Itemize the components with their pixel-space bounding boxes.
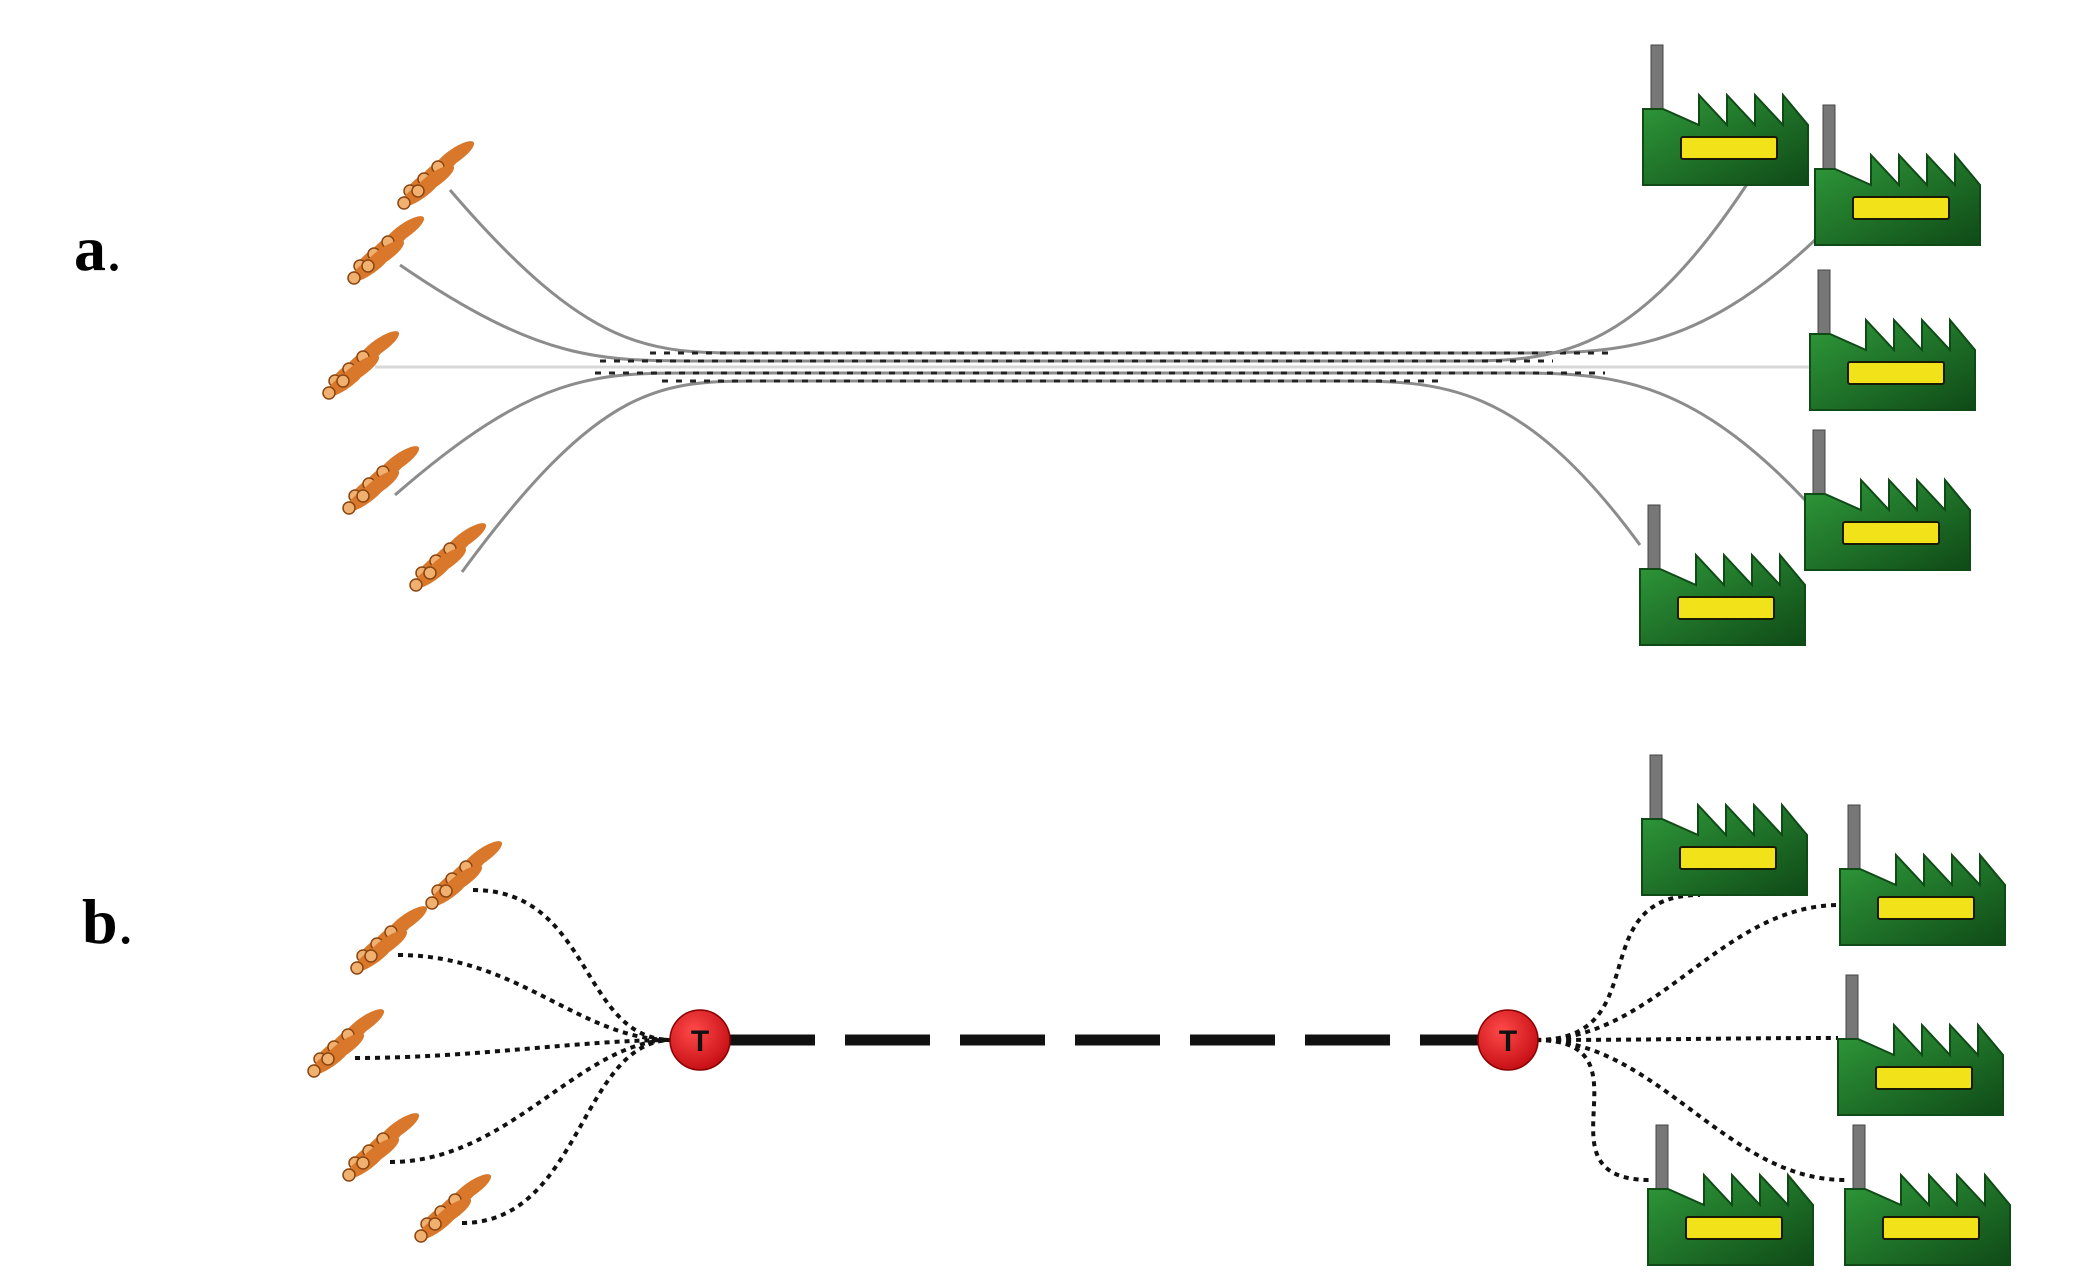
factory-icon <box>1814 104 1981 246</box>
factory-icon <box>1809 269 1976 411</box>
route-line <box>399 174 1755 363</box>
delivery-route <box>1535 1038 1846 1182</box>
terminal-letter: T <box>1499 1025 1517 1058</box>
log-pile-icon <box>414 1174 492 1243</box>
delivery-route <box>1535 893 1701 1042</box>
log-pile-icon <box>350 906 428 975</box>
panel-label-a: a. <box>74 212 122 286</box>
factory-icon <box>1641 754 1808 896</box>
feeder-route <box>472 888 673 1042</box>
factory-icon <box>1844 1124 2011 1266</box>
log-pile-icon <box>409 523 487 592</box>
delivery-route <box>1535 903 1841 1042</box>
factory-icon <box>1804 429 1971 571</box>
terminal-icon: T <box>1477 1009 1539 1071</box>
feeder-route <box>397 953 673 1042</box>
factory-icon <box>1642 44 1809 186</box>
delivery-route <box>1535 1038 1651 1182</box>
log-pile-icon <box>425 841 503 910</box>
factory-icon <box>1639 504 1806 646</box>
log-pile-icon <box>397 141 475 210</box>
terminal-icon: T <box>669 1009 731 1071</box>
log-pile-icon <box>307 1009 385 1078</box>
feeder-route <box>354 1038 673 1060</box>
route-line <box>460 379 1642 573</box>
delivery-route <box>1535 1036 1839 1042</box>
factory-icon <box>1837 974 2004 1116</box>
panel-label-b: b. <box>82 885 134 959</box>
panel-b-routes <box>354 888 1846 1225</box>
panel-letter-a: a <box>74 213 106 284</box>
log-pile-icon <box>342 446 420 515</box>
panel-suffix-a: . <box>106 213 122 284</box>
log-pile-icon <box>322 331 400 400</box>
panel-a-routes <box>375 174 1817 573</box>
panel-letter-b: b <box>82 886 118 957</box>
feeder-route <box>461 1038 673 1225</box>
terminal-letter: T <box>691 1025 709 1058</box>
factory-icon <box>1647 1124 1814 1266</box>
factory-icon <box>1839 804 2006 946</box>
log-pile-icon <box>342 1113 420 1182</box>
feeder-route <box>389 1038 673 1164</box>
log-pile-icon <box>347 216 425 285</box>
panel-suffix-b: . <box>117 886 134 957</box>
route-line <box>394 371 1807 502</box>
